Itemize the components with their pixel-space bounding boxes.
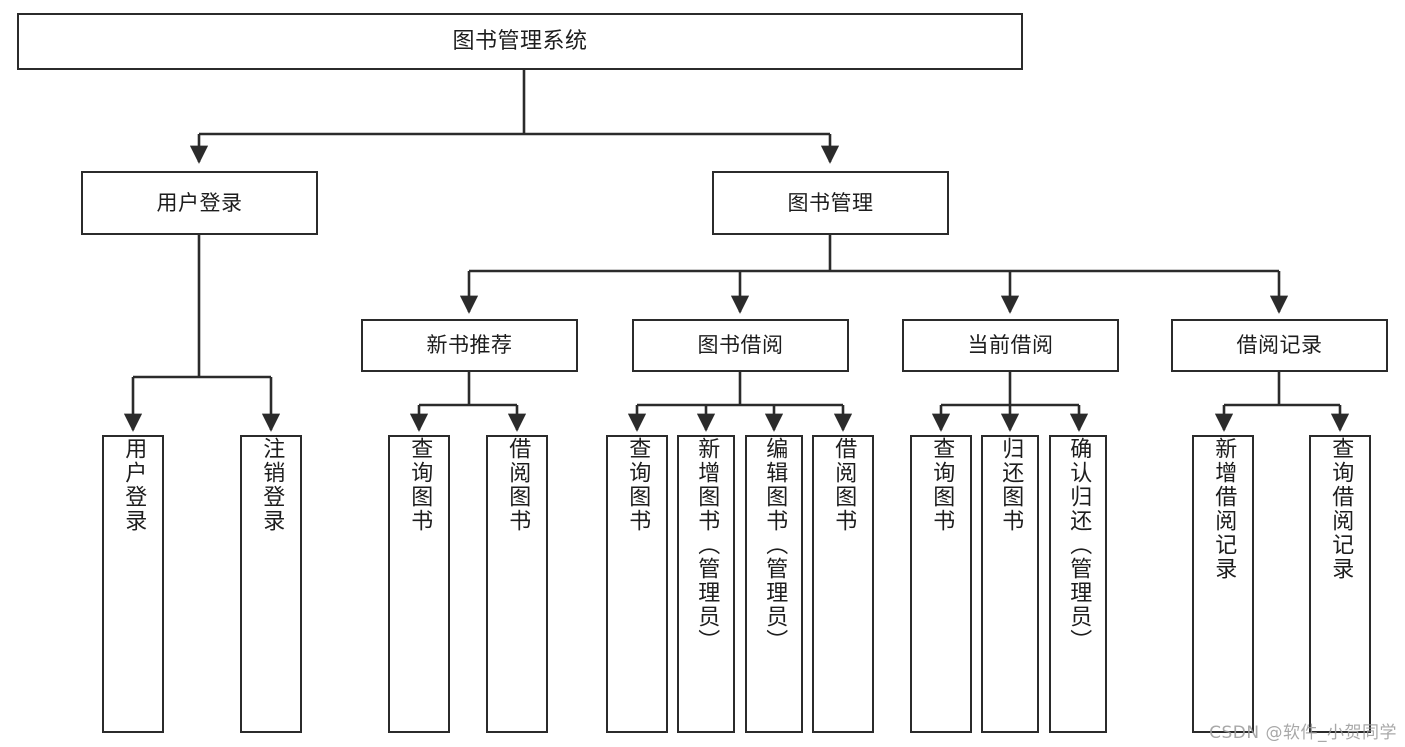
node-label: 新书推荐 <box>426 333 513 358</box>
node-label: 注销登录 <box>259 437 285 533</box>
node-label: 借阅记录 <box>1236 333 1323 358</box>
leaf-borrow-borrow-books[interactable]: 借阅图书 <box>812 435 874 733</box>
node-borrowing-record[interactable]: 借阅记录 <box>1171 319 1388 372</box>
node-label: 借阅图书 <box>505 437 531 533</box>
node-label: 图书借阅 <box>697 333 784 358</box>
node-label: 查询图书 <box>929 437 955 533</box>
node-label: 当前借阅 <box>967 333 1054 358</box>
leaf-borrow-query-books[interactable]: 查询图书 <box>606 435 668 733</box>
node-label: 确认归还（管理员） <box>1066 437 1092 653</box>
leaf-current-query-books[interactable]: 查询图书 <box>910 435 972 733</box>
leaf-user-login-logout[interactable]: 注销登录 <box>240 435 302 733</box>
leaf-borrow-edit-book-admin[interactable]: 编辑图书（管理员） <box>745 435 803 733</box>
node-label: 查询图书 <box>625 437 651 533</box>
leaf-user-login-login[interactable]: 用户登录 <box>102 435 164 733</box>
leaf-record-add-borrow-record[interactable]: 新增借阅记录 <box>1192 435 1254 733</box>
node-user-login[interactable]: 用户登录 <box>81 171 318 235</box>
leaf-new-book-borrow-books[interactable]: 借阅图书 <box>486 435 548 733</box>
leaf-current-return-books[interactable]: 归还图书 <box>981 435 1039 733</box>
node-label: 查询借阅记录 <box>1328 437 1354 581</box>
node-new-book-recommendation[interactable]: 新书推荐 <box>361 319 578 372</box>
csdn-watermark: CSDN @软件_小贺同学 <box>1209 723 1397 743</box>
leaf-record-query-borrow-record[interactable]: 查询借阅记录 <box>1309 435 1371 733</box>
node-label: 编辑图书（管理员） <box>762 437 788 653</box>
node-label: 新增借阅记录 <box>1211 437 1237 581</box>
leaf-borrow-add-book-admin[interactable]: 新增图书（管理员） <box>677 435 735 733</box>
node-label: 图书管理系统 <box>452 28 588 54</box>
node-label: 用户登录 <box>121 437 147 533</box>
leaf-new-book-query-books[interactable]: 查询图书 <box>388 435 450 733</box>
node-current-borrowing[interactable]: 当前借阅 <box>902 319 1119 372</box>
node-book-borrowing[interactable]: 图书借阅 <box>632 319 849 372</box>
leaf-current-confirm-return-admin[interactable]: 确认归还（管理员） <box>1049 435 1107 733</box>
node-label: 借阅图书 <box>831 437 857 533</box>
node-book-management[interactable]: 图书管理 <box>712 171 949 235</box>
node-label: 查询图书 <box>407 437 433 533</box>
node-root-book-management-system[interactable]: 图书管理系统 <box>17 13 1023 70</box>
node-label: 用户登录 <box>156 190 243 215</box>
node-label: 归还图书 <box>998 437 1024 533</box>
node-label: 图书管理 <box>787 190 874 215</box>
node-label: 新增图书（管理员） <box>694 437 720 653</box>
